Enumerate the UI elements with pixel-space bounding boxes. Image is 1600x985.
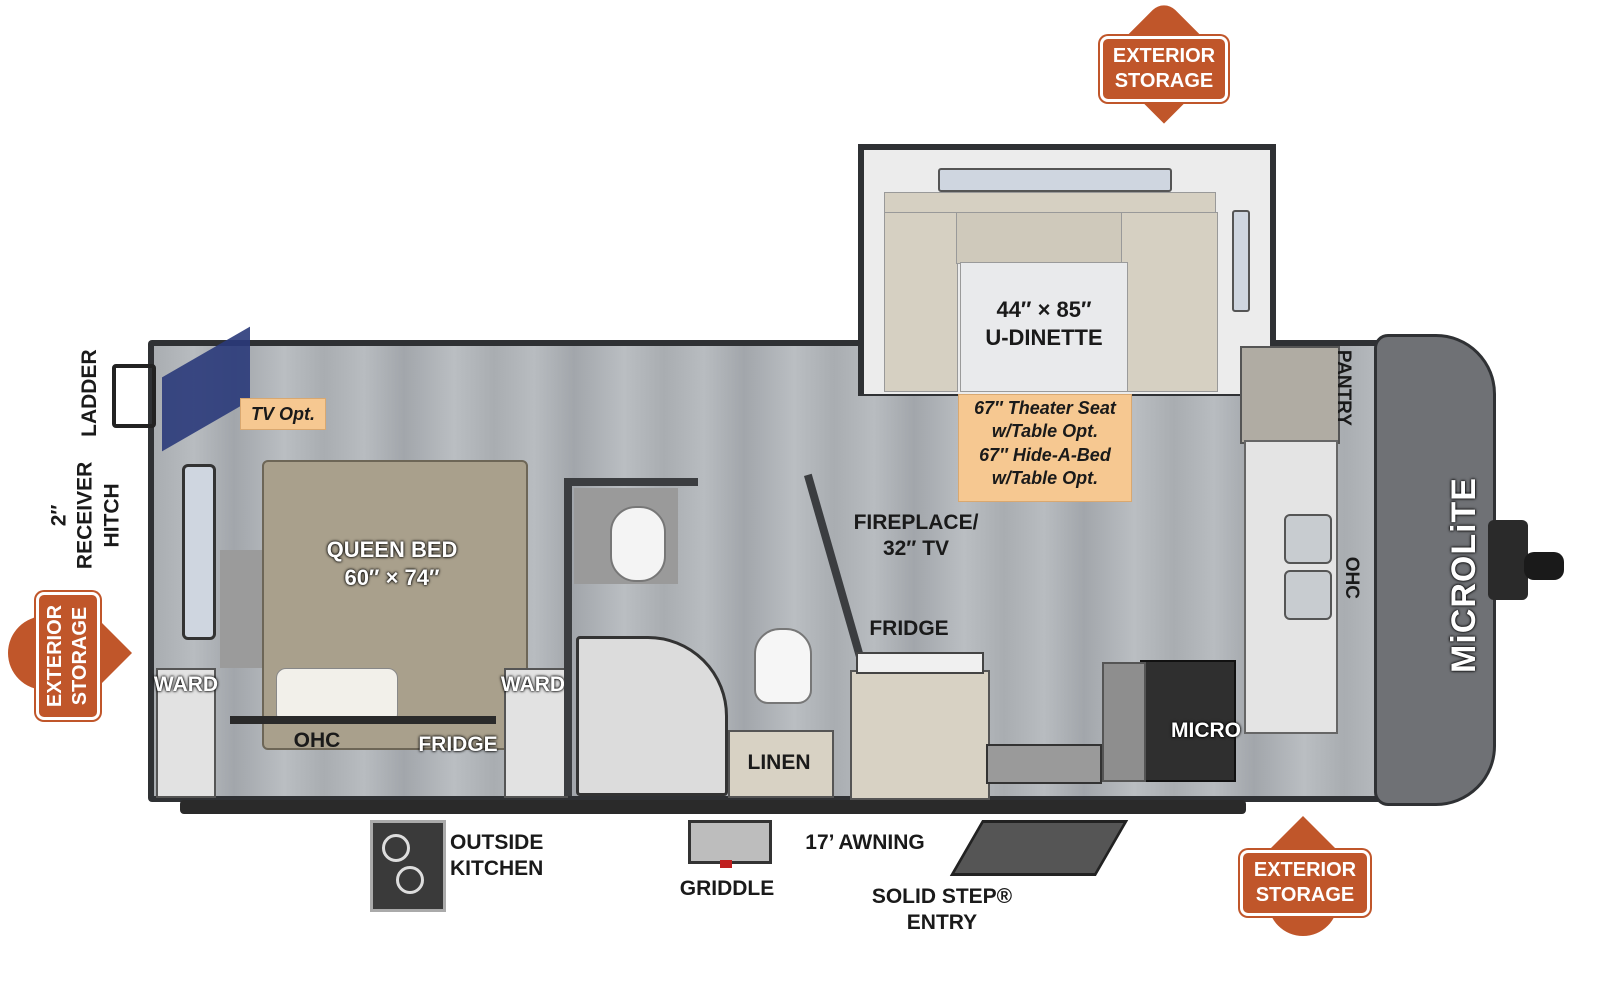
- toilet: [754, 628, 812, 704]
- exterior-storage-bottom-right-label: EXTERIOR STORAGE: [1240, 850, 1370, 916]
- linen-label: LINEN: [747, 751, 811, 774]
- exterior-storage-bottom-right: EXTERIOR STORAGE: [1236, 814, 1370, 944]
- griddle-indicator-icon: [720, 860, 732, 868]
- ward-left-label: WARD: [153, 673, 219, 696]
- solid-step: [949, 820, 1129, 876]
- dinette-options-note: 67″ Theater Seat w/Table Opt. 67″ Hide-A…: [958, 394, 1132, 502]
- griddle-label: GRIDDLE: [679, 877, 775, 900]
- queen-bed-label: QUEEN BED 60″ × 74″: [326, 537, 458, 590]
- living-fridge: [850, 670, 990, 800]
- griddle: [688, 820, 772, 864]
- dinette-label: 44″ × 85″ U-DINETTE: [985, 297, 1103, 350]
- entry-label: SOLID STEP® ENTRY: [871, 885, 1013, 935]
- entry-door: [986, 744, 1102, 784]
- ladder: [112, 364, 156, 428]
- living-fridge-label: FRIDGE: [869, 617, 949, 640]
- pantry-label: PANTRY: [1332, 349, 1354, 426]
- wardrobe-left: [156, 668, 216, 798]
- bedroom-bath-wall: [564, 478, 572, 796]
- brand-logo: MiCROLiTE: [1445, 477, 1483, 673]
- exterior-storage-left: EXTERIOR STORAGE: [0, 588, 133, 720]
- kitchen-ohc-label: OHC: [1340, 556, 1362, 599]
- kitchen-sink-1: [1284, 514, 1332, 564]
- ward-right-label: WARD: [500, 673, 566, 696]
- bath-top-wall: [564, 478, 698, 486]
- shower: [576, 636, 728, 796]
- rear-window: [182, 464, 216, 640]
- bed-pillow: [276, 668, 398, 724]
- awning-rail: [180, 800, 1246, 814]
- bath-sink: [610, 506, 666, 582]
- bedroom-nightstand-left: [220, 550, 264, 668]
- micro-label: MICRO: [1171, 719, 1241, 742]
- fireplace-tv-label: FIREPLACE/ 32″ TV: [853, 511, 979, 561]
- burner-icon: [382, 834, 410, 862]
- bedroom-fridge-label: FRIDGE: [418, 733, 498, 756]
- jack-wheel: [1524, 552, 1564, 580]
- receiver-hitch-label: 2″ RECEIVER HITCH: [47, 461, 124, 570]
- bedroom-ohc-shelf: [230, 716, 496, 724]
- awning-label: 17’ AWNING: [805, 831, 925, 854]
- linen-cabinet: [728, 730, 834, 798]
- exterior-storage-top: EXTERIOR STORAGE: [1098, 0, 1230, 128]
- ladder-label: LADDER: [77, 349, 101, 437]
- burner-icon: [396, 866, 424, 894]
- wardrobe-right: [504, 668, 568, 798]
- slideout-side-window: [1232, 210, 1250, 312]
- dinette-seat-left: [884, 212, 958, 392]
- slideout-window: [938, 168, 1172, 192]
- stove-cabinet: [1102, 662, 1146, 782]
- dinette-table: [960, 262, 1128, 392]
- fridge-top: [856, 652, 984, 674]
- outside-kitchen-label: OUTSIDE KITCHEN: [450, 831, 544, 881]
- dinette-seat-right: [1120, 212, 1218, 392]
- tongue-jack: [1488, 520, 1528, 600]
- kitchen-sink-2: [1284, 570, 1332, 620]
- bedroom-ohc-label: OHC: [293, 729, 341, 752]
- pantry-cabinet: [1240, 346, 1340, 444]
- exterior-storage-top-label: EXTERIOR STORAGE: [1100, 36, 1228, 102]
- tv-option-label: TV Opt.: [240, 398, 326, 430]
- exterior-storage-left-label: EXTERIOR STORAGE: [36, 592, 100, 720]
- dinette-seat-center: [956, 212, 1122, 264]
